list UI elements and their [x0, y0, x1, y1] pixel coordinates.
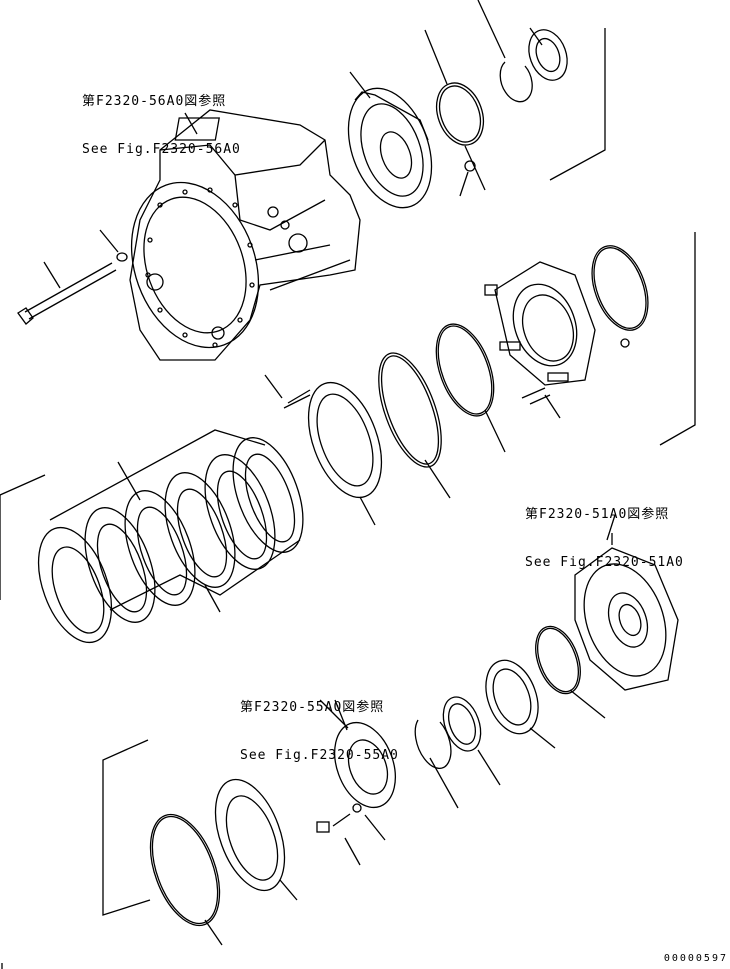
bottom-hub: [316, 699, 396, 866]
reference-jp: 第F2320-51A0図参照: [525, 507, 670, 522]
case-bolt-holes: [145, 187, 255, 348]
reference-note-56a0: 第F2320-56A0図参照 See Fig.F2320-56A0: [82, 62, 241, 174]
pressure-plate: [264, 374, 383, 526]
bracket-lines: [0, 28, 696, 969]
reference-jp: 第F2320-55A0図参照: [240, 700, 385, 715]
transmission-case: [129, 109, 361, 361]
reference-leaders: [184, 112, 616, 731]
drawing-number: 00000597: [663, 953, 728, 964]
reference-note-55a0: 第F2320-55A0図参照 See Fig.F2320-55A0: [240, 668, 399, 780]
reference-en: See Fig.F2320-51A0: [525, 555, 684, 570]
bottom-piston: [149, 778, 298, 946]
reference-jp: 第F2320-56A0図参照: [82, 94, 227, 109]
top-rings: [424, 0, 568, 191]
rear-rings: [414, 625, 606, 809]
through-bolt: [17, 229, 128, 325]
reference-en: See Fig.F2320-55A0: [240, 748, 399, 763]
reference-note-51a0: 第F2320-51A0図参照 See Fig.F2320-51A0: [525, 475, 684, 587]
rear-housing: [574, 533, 679, 691]
front-cover: [347, 71, 476, 209]
reference-en: See Fig.F2320-56A0: [82, 142, 241, 157]
clutch-disc-pack: [37, 429, 304, 644]
clutch-housing: [484, 261, 630, 419]
large-rings: [378, 245, 649, 499]
